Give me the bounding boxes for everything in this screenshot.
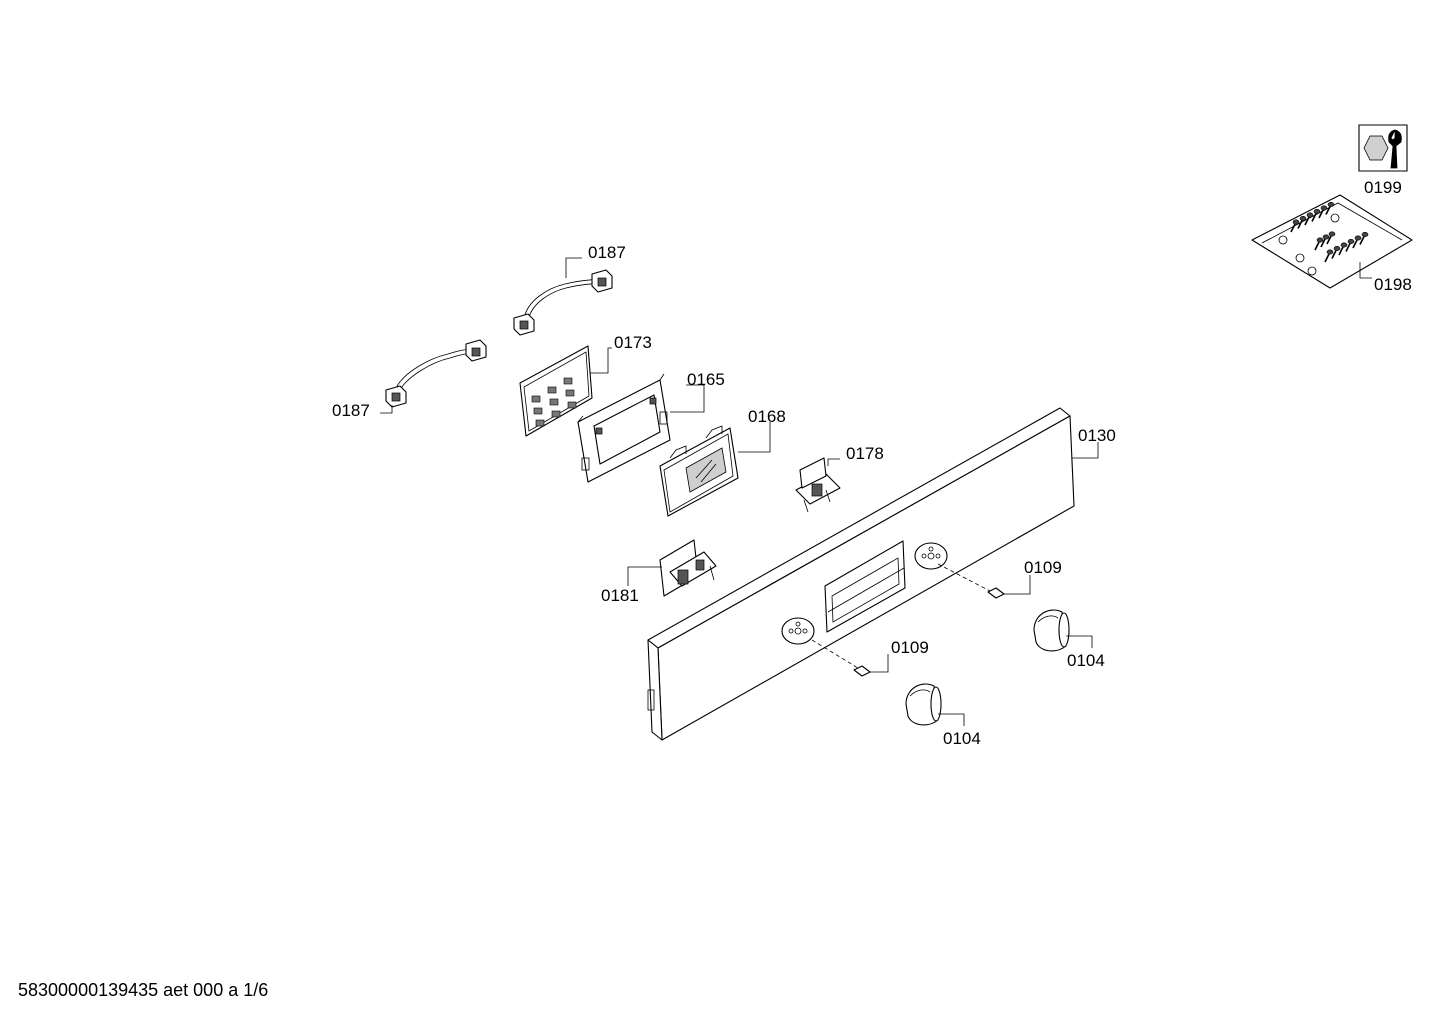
screw-icon <box>1311 209 1321 222</box>
screw-bag-icon <box>1251 194 1413 289</box>
display-cover <box>659 425 739 517</box>
part-label-0104-right: 0104 <box>1067 651 1105 670</box>
wrench-and-nut-icon <box>1358 124 1408 172</box>
board-key <box>567 401 577 409</box>
drawing-number-footer: 58300000139435 aet 000 a 1/6 <box>18 980 269 1000</box>
wire-harness-upper <box>513 269 613 336</box>
board-key <box>563 377 573 385</box>
part-label-0178: 0178 <box>846 444 884 463</box>
control-knob-right <box>1033 609 1070 652</box>
control-panel-fascia <box>647 407 1075 741</box>
board-key <box>549 398 559 406</box>
part-label-0187-upper: 0187 <box>588 243 626 262</box>
board-key <box>565 389 575 397</box>
mounting-frame <box>577 373 671 483</box>
switch-bracket <box>795 457 841 513</box>
part-label-0199: 0199 <box>1364 178 1402 197</box>
screw-icon <box>1338 242 1348 256</box>
part-label-0173: 0173 <box>614 333 652 352</box>
screw-icon <box>1320 234 1330 248</box>
part-label-0130: 0130 <box>1078 426 1116 445</box>
part-label-0168: 0168 <box>748 407 786 426</box>
board-key <box>531 395 541 403</box>
knob-clip-left <box>853 665 871 677</box>
screw-icon <box>1297 216 1307 229</box>
part-label-0165: 0165 <box>687 370 725 389</box>
screw-icon <box>1359 232 1369 245</box>
screw-icon <box>1352 235 1362 249</box>
control-knob-left <box>905 683 942 726</box>
knob-clip-right <box>987 587 1005 599</box>
board-key <box>547 386 557 394</box>
screw-icon <box>1326 231 1336 245</box>
part-label-0198: 0198 <box>1374 275 1412 294</box>
part-label-0109-left: 0109 <box>891 638 929 657</box>
selector-switch <box>659 539 717 597</box>
screw-icon <box>1314 237 1324 251</box>
part-label-0187-lower: 0187 <box>332 401 370 420</box>
screw-icon <box>1304 212 1314 226</box>
part-label-0104-left: 0104 <box>943 729 981 748</box>
part-label-0109-right: 0109 <box>1024 558 1062 577</box>
board-key <box>535 419 545 427</box>
screw-icon <box>1325 202 1335 215</box>
board-key <box>533 407 543 415</box>
screw-icon <box>1345 239 1355 252</box>
control-board <box>519 345 593 437</box>
screw-icon <box>1331 246 1341 259</box>
screw-icon <box>1318 205 1328 219</box>
wire-harness-lower <box>385 339 487 408</box>
part-label-0181: 0181 <box>601 586 639 605</box>
board-key <box>551 410 561 418</box>
screw-icon <box>1290 219 1300 233</box>
screw-icon <box>1324 249 1334 263</box>
